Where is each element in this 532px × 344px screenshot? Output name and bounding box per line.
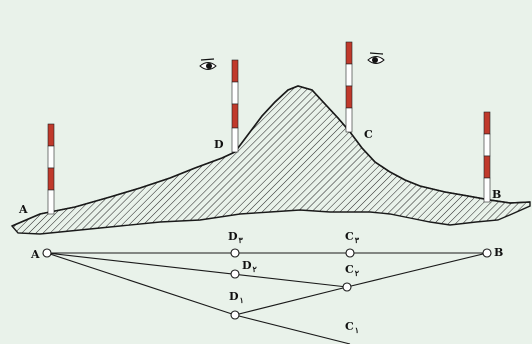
label-d2: D۲ <box>242 259 258 274</box>
eye-icon <box>367 52 385 64</box>
label-b-profile: B <box>492 188 501 201</box>
line-d1-c1 <box>234 314 351 344</box>
label-d3: D۳ <box>228 230 244 245</box>
label-d1: D۱ <box>229 290 244 305</box>
eye-icon <box>199 58 217 70</box>
label-c1: C۱ <box>345 320 359 335</box>
terrain-profile <box>10 85 531 235</box>
label-b-plan: B <box>494 246 503 259</box>
point-c2 <box>342 282 352 292</box>
point-a <box>42 248 52 258</box>
ground-line <box>11 85 531 227</box>
pole-b <box>483 111 491 203</box>
line-c2-b <box>346 252 488 288</box>
point-c3 <box>345 248 355 258</box>
label-a-profile: A <box>18 203 28 216</box>
pole-d <box>231 59 239 153</box>
point-d2 <box>230 269 240 279</box>
line-a-c2 <box>46 252 348 288</box>
label-c-profile: C <box>364 128 373 141</box>
pole-c <box>345 41 353 133</box>
label-c2: C۲ <box>345 263 360 278</box>
line-a-d1 <box>46 252 236 316</box>
label-d-profile: D <box>214 138 224 151</box>
point-b <box>482 248 492 258</box>
plan-points <box>42 248 492 320</box>
label-a-plan: A <box>30 248 40 261</box>
point-d1 <box>230 310 240 320</box>
hill-ground <box>10 85 531 235</box>
pole-a <box>47 123 55 215</box>
point-d3 <box>230 248 240 258</box>
line-d1-c2 <box>234 286 348 316</box>
label-c3: C۳ <box>345 230 360 245</box>
plan-view <box>46 252 488 344</box>
